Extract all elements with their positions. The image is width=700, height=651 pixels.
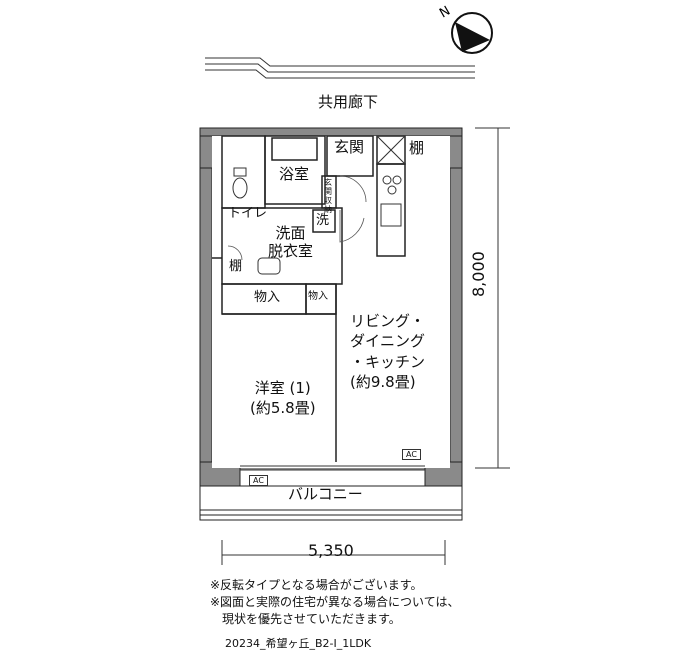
kitchen-stove-icon xyxy=(382,175,402,195)
washroom-label: 洗面 脱衣室 xyxy=(268,224,314,260)
living-label: リビング・ ダイニング ・キッチン (約9.8畳) xyxy=(350,312,426,391)
balcony-label: バルコニー xyxy=(288,485,363,503)
entrance-shelf-label: 棚 xyxy=(409,139,425,157)
entrance-label: 玄関 xyxy=(334,138,365,156)
bath-label: 浴室 xyxy=(279,165,310,183)
wash-basin-icon xyxy=(257,257,281,275)
width-dimension: 5,350 xyxy=(308,541,354,560)
dimension-lines xyxy=(221,127,510,565)
corridor-label: 共用廊下 xyxy=(318,93,379,111)
western-room-label: 洋室 (1) (約5.8畳) xyxy=(250,379,316,418)
balcony-sliding-door xyxy=(240,465,425,471)
entrance-storage-label: 玄関 収納 xyxy=(324,178,332,214)
washing-machine-label: 洗 xyxy=(316,213,330,228)
storage-small-label: 物入 xyxy=(308,291,328,302)
note-2: ※図面と実際の住宅が異なる場合については、 xyxy=(210,595,460,609)
kitchen-sink-icon xyxy=(380,203,402,227)
note-3: 現状を優先させていただきます。 xyxy=(210,612,401,626)
compass-letter: N xyxy=(437,4,453,22)
plan-code: 20234_希望ヶ丘_B2-Ⅰ_1LDK xyxy=(225,637,372,650)
ac-badge-living: AC xyxy=(402,449,421,460)
north-compass-icon: N xyxy=(437,4,493,54)
ac-badge-balcony: AC xyxy=(249,475,268,486)
toilet-label: トイレ xyxy=(228,206,268,221)
toilet-icon xyxy=(232,167,248,199)
balcony xyxy=(199,485,463,521)
interior-walls xyxy=(212,135,406,462)
toilet-shelf-label: 棚 xyxy=(229,259,243,274)
storage-large-label: 物入 xyxy=(254,290,281,305)
corridor-edge xyxy=(205,57,475,79)
note-1: ※反転タイプとなる場合がございます。 xyxy=(210,578,423,592)
height-dimension: 8,000 xyxy=(469,251,488,297)
door-swings xyxy=(227,175,367,261)
shelf-cross-icon xyxy=(376,135,406,165)
